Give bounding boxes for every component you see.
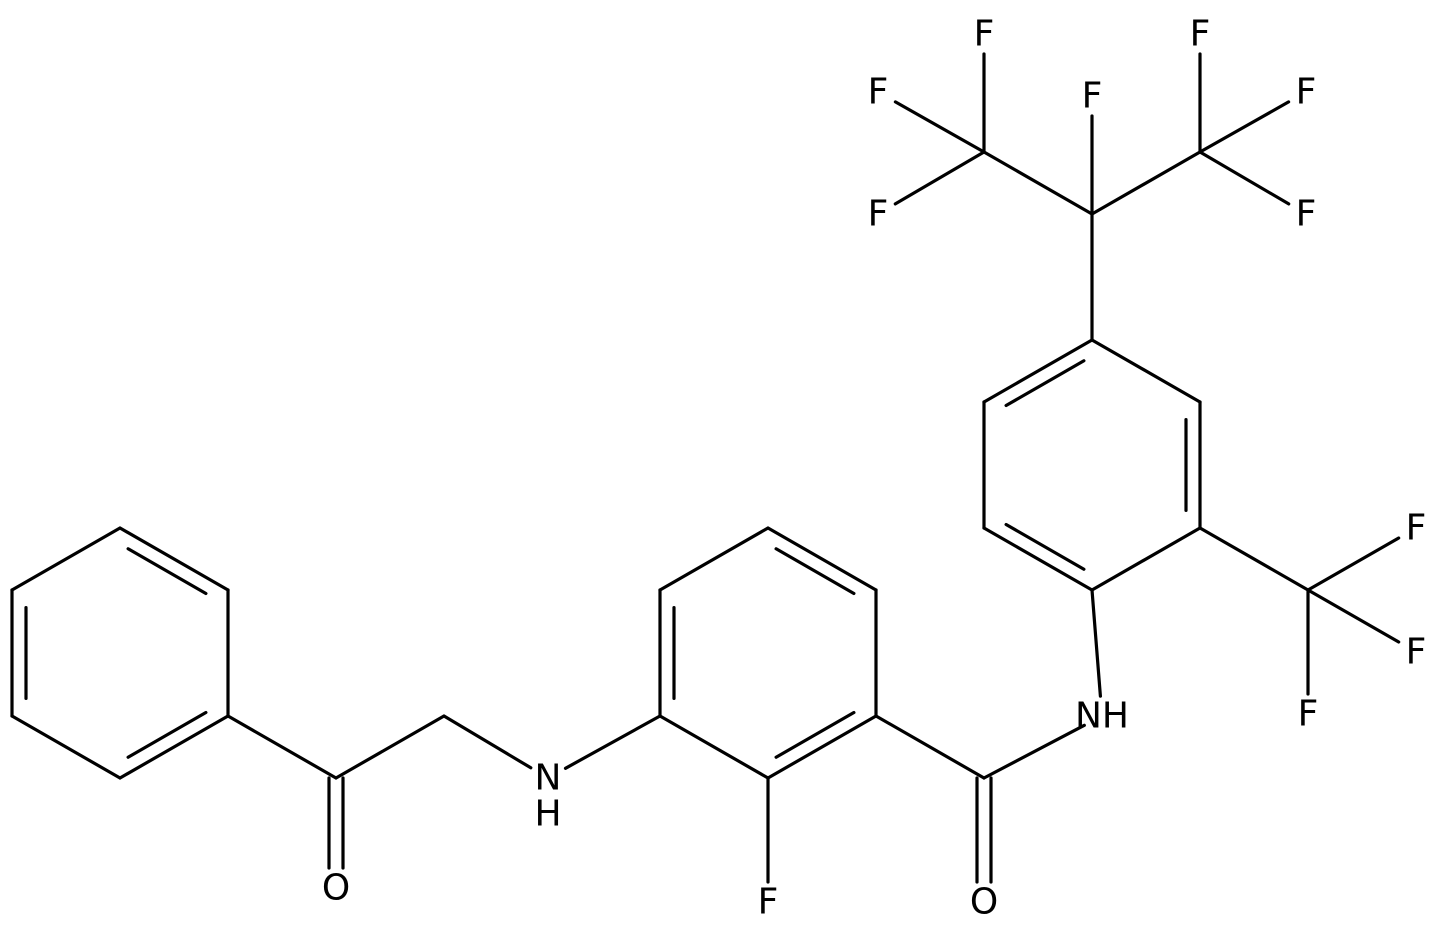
bond-b2-b3 xyxy=(658,526,770,592)
bond-cq-cl xyxy=(982,150,1094,216)
bond-cr-fr3 xyxy=(1198,150,1291,206)
bond-b3-b4 xyxy=(766,526,878,592)
bond-layer xyxy=(10,52,1401,884)
atom-label-f-fq: F xyxy=(1082,76,1103,117)
atom-label-f-f_ring: F xyxy=(758,882,779,923)
bond-nh1-b1 xyxy=(563,714,662,770)
atom-label-o-o2: O xyxy=(970,882,998,923)
atom-label-f-fl2: F xyxy=(868,72,889,113)
atom-label-f-f2: F xyxy=(1406,632,1427,673)
bond-am-nh2 xyxy=(982,723,1086,780)
bond-co-ch2 xyxy=(334,714,446,780)
atom-sublabel-h-nh1: H xyxy=(534,794,561,835)
atom-label-f-fl1: F xyxy=(974,14,995,55)
atom-label-f-fl3: F xyxy=(868,194,889,235)
atom-label-f-fr3: F xyxy=(1296,194,1317,235)
bond-ph6-ph1 xyxy=(10,526,122,592)
bond-c1-c2 xyxy=(982,526,1094,592)
bond-cl-fl3 xyxy=(893,150,986,206)
bond-c1-c2-inner xyxy=(1004,522,1086,571)
atom-label-f-fr2: F xyxy=(1296,72,1317,113)
bond-ch2-nh1 xyxy=(442,714,533,770)
bond-b5-b6 xyxy=(766,714,878,780)
atom-label-n-nh2: NH xyxy=(1075,696,1129,737)
bond-ph3-ph4 xyxy=(118,714,230,780)
bond-ph2-ph3 xyxy=(10,714,122,780)
bond-cr-fr2 xyxy=(1198,100,1291,154)
atom-label-n-nh1: N xyxy=(535,758,562,799)
atom-label-f-f1: F xyxy=(1406,508,1427,549)
bond-ph3-ph4-inner xyxy=(126,710,208,759)
bond-b5-am xyxy=(874,714,986,780)
bond-b3-b4-inner xyxy=(774,547,856,596)
atom-label-o-o1: O xyxy=(322,868,350,909)
bond-c3-c4-inner xyxy=(1004,359,1086,408)
bond-cq-cr xyxy=(1090,150,1202,216)
bond-c3-c4 xyxy=(982,338,1094,404)
atom-label-f-f3: F xyxy=(1298,694,1319,735)
bond-cf3-f2 xyxy=(1306,588,1401,644)
bond-cf3-f1 xyxy=(1306,536,1401,592)
bond-c6-cf3 xyxy=(1198,526,1310,592)
bond-ph5-ph6-inner xyxy=(126,547,208,596)
bond-ph5-ph6 xyxy=(118,526,230,592)
bond-c4-c5 xyxy=(1090,338,1202,404)
atom-label-f-fr1: F xyxy=(1190,14,1211,55)
bond-nh2-c1 xyxy=(1090,588,1103,698)
bond-b6-b1 xyxy=(658,714,770,780)
bond-cl-fl2 xyxy=(893,100,986,154)
bond-b5-b6-inner xyxy=(774,710,856,759)
bond-c6-c1 xyxy=(1090,526,1202,592)
bond-ph4-co xyxy=(226,714,338,780)
atom-label-layer: O NH F O NH F F F F F F F F F F xyxy=(322,14,1427,923)
